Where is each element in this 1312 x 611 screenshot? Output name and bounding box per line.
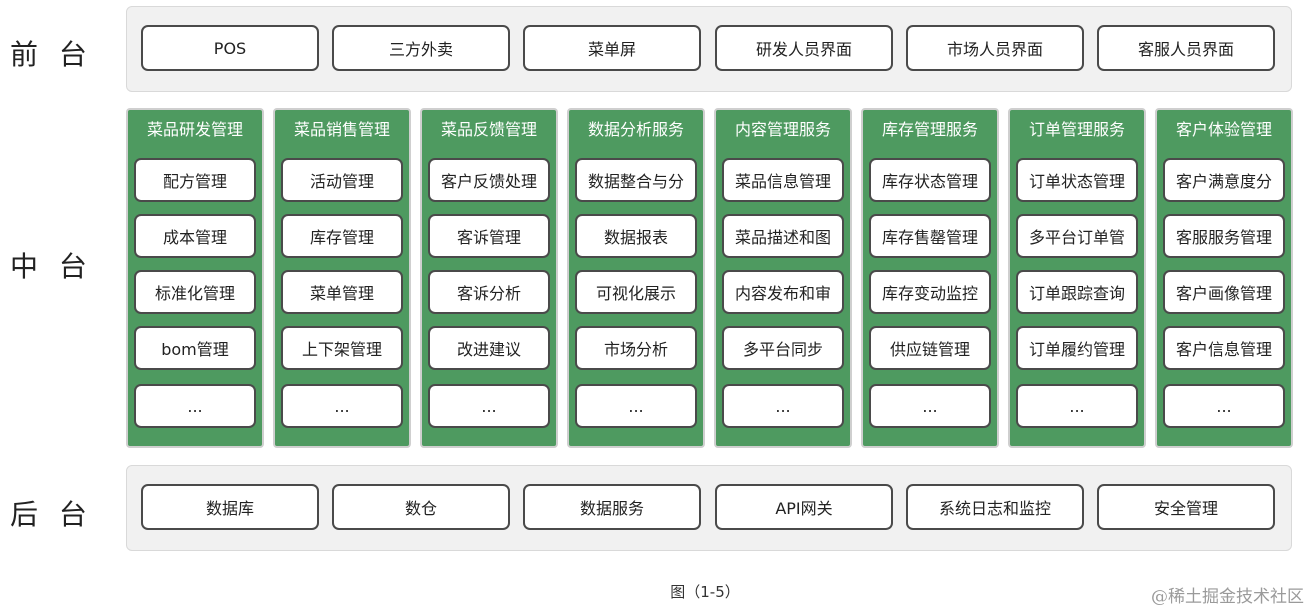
service-item: ... xyxy=(722,384,844,428)
service-item: ... xyxy=(428,384,550,428)
service-item: 库存管理 xyxy=(281,214,403,258)
service-column: 内容管理服务菜品信息管理菜品描述和图内容发布和审多平台同步... xyxy=(714,108,852,448)
front-item-menu-screen: 菜单屏 xyxy=(523,25,701,71)
service-item: ... xyxy=(134,384,256,428)
service-item: 改进建议 xyxy=(428,326,550,370)
service-item: 标准化管理 xyxy=(134,270,256,314)
service-item: ... xyxy=(869,384,991,428)
service-column: 菜品研发管理配方管理成本管理标准化管理 bom管理... xyxy=(126,108,264,448)
service-item: ... xyxy=(575,384,697,428)
back-item-data-service: 数据服务 xyxy=(523,484,701,530)
back-item-api-gateway: API网关 xyxy=(715,484,893,530)
service-item: ... xyxy=(1016,384,1138,428)
service-item: 菜单管理 xyxy=(281,270,403,314)
service-column-title: 数据分析服务 xyxy=(587,120,684,139)
back-item-database: 数据库 xyxy=(141,484,319,530)
service-column-title: 内容管理服务 xyxy=(734,120,831,139)
front-item-marketing-staff-ui: 市场人员界面 xyxy=(906,25,1084,71)
service-item: 可视化展示 xyxy=(575,270,697,314)
service-item: 客诉管理 xyxy=(428,214,550,258)
service-item: ... xyxy=(281,384,403,428)
service-item: 上下架管理 xyxy=(281,326,403,370)
service-item: 数据报表 xyxy=(575,214,697,258)
service-item: ... xyxy=(1163,384,1285,428)
service-column-title: 订单管理服务 xyxy=(1028,120,1125,139)
front-item-third-party-delivery: 三方外卖 xyxy=(332,25,510,71)
service-column: 数据分析服务数据整合与分数据报表可视化展示市场分析... xyxy=(567,108,705,448)
service-column: 菜品销售管理活动管理库存管理菜单管理上下架管理... xyxy=(273,108,411,448)
front-item-rd-staff-ui: 研发人员界面 xyxy=(715,25,893,71)
service-item: 库存售罄管理 xyxy=(869,214,991,258)
service-column-title: 菜品销售管理 xyxy=(293,120,390,139)
front-item-service-staff-ui: 客服人员界面 xyxy=(1097,25,1275,71)
watermark: @稀土掘金技术社区 xyxy=(1151,587,1304,607)
service-item: 多平台同步 xyxy=(722,326,844,370)
service-item: 库存状态管理 xyxy=(869,158,991,202)
front-layer-label: 前 台 xyxy=(10,38,93,71)
service-item: 订单跟踪查询 xyxy=(1016,270,1138,314)
service-column: 库存管理服务库存状态管理库存售罄管理库存变动监控供应链管理... xyxy=(861,108,999,448)
middle-layer-label: 中 台 xyxy=(10,250,93,283)
front-layer-band: POS 三方外卖 菜单屏 研发人员界面 市场人员界面 客服人员界面 xyxy=(126,6,1292,92)
back-item-logging-monitoring: 系统日志和监控 xyxy=(906,484,1084,530)
service-column-title: 菜品反馈管理 xyxy=(440,120,537,139)
back-layer-label: 后 台 xyxy=(10,498,93,531)
service-column: 订单管理服务订单状态管理多平台订单管订单跟踪查询订单履约管理... xyxy=(1008,108,1146,448)
service-item: 菜品描述和图 xyxy=(722,214,844,258)
service-column-title: 菜品研发管理 xyxy=(146,120,243,139)
service-item: 市场分析 xyxy=(575,326,697,370)
service-item: 活动管理 xyxy=(281,158,403,202)
service-item: 订单履约管理 xyxy=(1016,326,1138,370)
back-layer-band: 数据库 数仓 数据服务 API网关 系统日志和监控 安全管理 xyxy=(126,465,1292,551)
service-column: 客户体验管理客户满意度分客服服务管理客户画像管理客户信息管理... xyxy=(1155,108,1293,448)
service-item: 成本管理 xyxy=(134,214,256,258)
back-item-data-warehouse: 数仓 xyxy=(332,484,510,530)
figure-caption: 图（1-5） xyxy=(670,583,740,601)
service-item: 内容发布和审 xyxy=(722,270,844,314)
service-item: 客户画像管理 xyxy=(1163,270,1285,314)
service-column-title: 库存管理服务 xyxy=(881,120,978,139)
service-item: 客户信息管理 xyxy=(1163,326,1285,370)
service-column-title: 客户体验管理 xyxy=(1175,120,1272,139)
service-item: 库存变动监控 xyxy=(869,270,991,314)
service-item: 多平台订单管 xyxy=(1016,214,1138,258)
service-item: 客服服务管理 xyxy=(1163,214,1285,258)
service-item: 客户满意度分 xyxy=(1163,158,1285,202)
front-item-pos: POS xyxy=(141,25,319,71)
service-item: 配方管理 xyxy=(134,158,256,202)
service-item: 客诉分析 xyxy=(428,270,550,314)
back-item-security: 安全管理 xyxy=(1097,484,1275,530)
service-item: 订单状态管理 xyxy=(1016,158,1138,202)
service-item: bom管理 xyxy=(134,326,256,370)
service-item: 客户反馈处理 xyxy=(428,158,550,202)
service-item: 数据整合与分 xyxy=(575,158,697,202)
service-item: 供应链管理 xyxy=(869,326,991,370)
service-item: 菜品信息管理 xyxy=(722,158,844,202)
service-column: 菜品反馈管理客户反馈处理客诉管理客诉分析改进建议... xyxy=(420,108,558,448)
